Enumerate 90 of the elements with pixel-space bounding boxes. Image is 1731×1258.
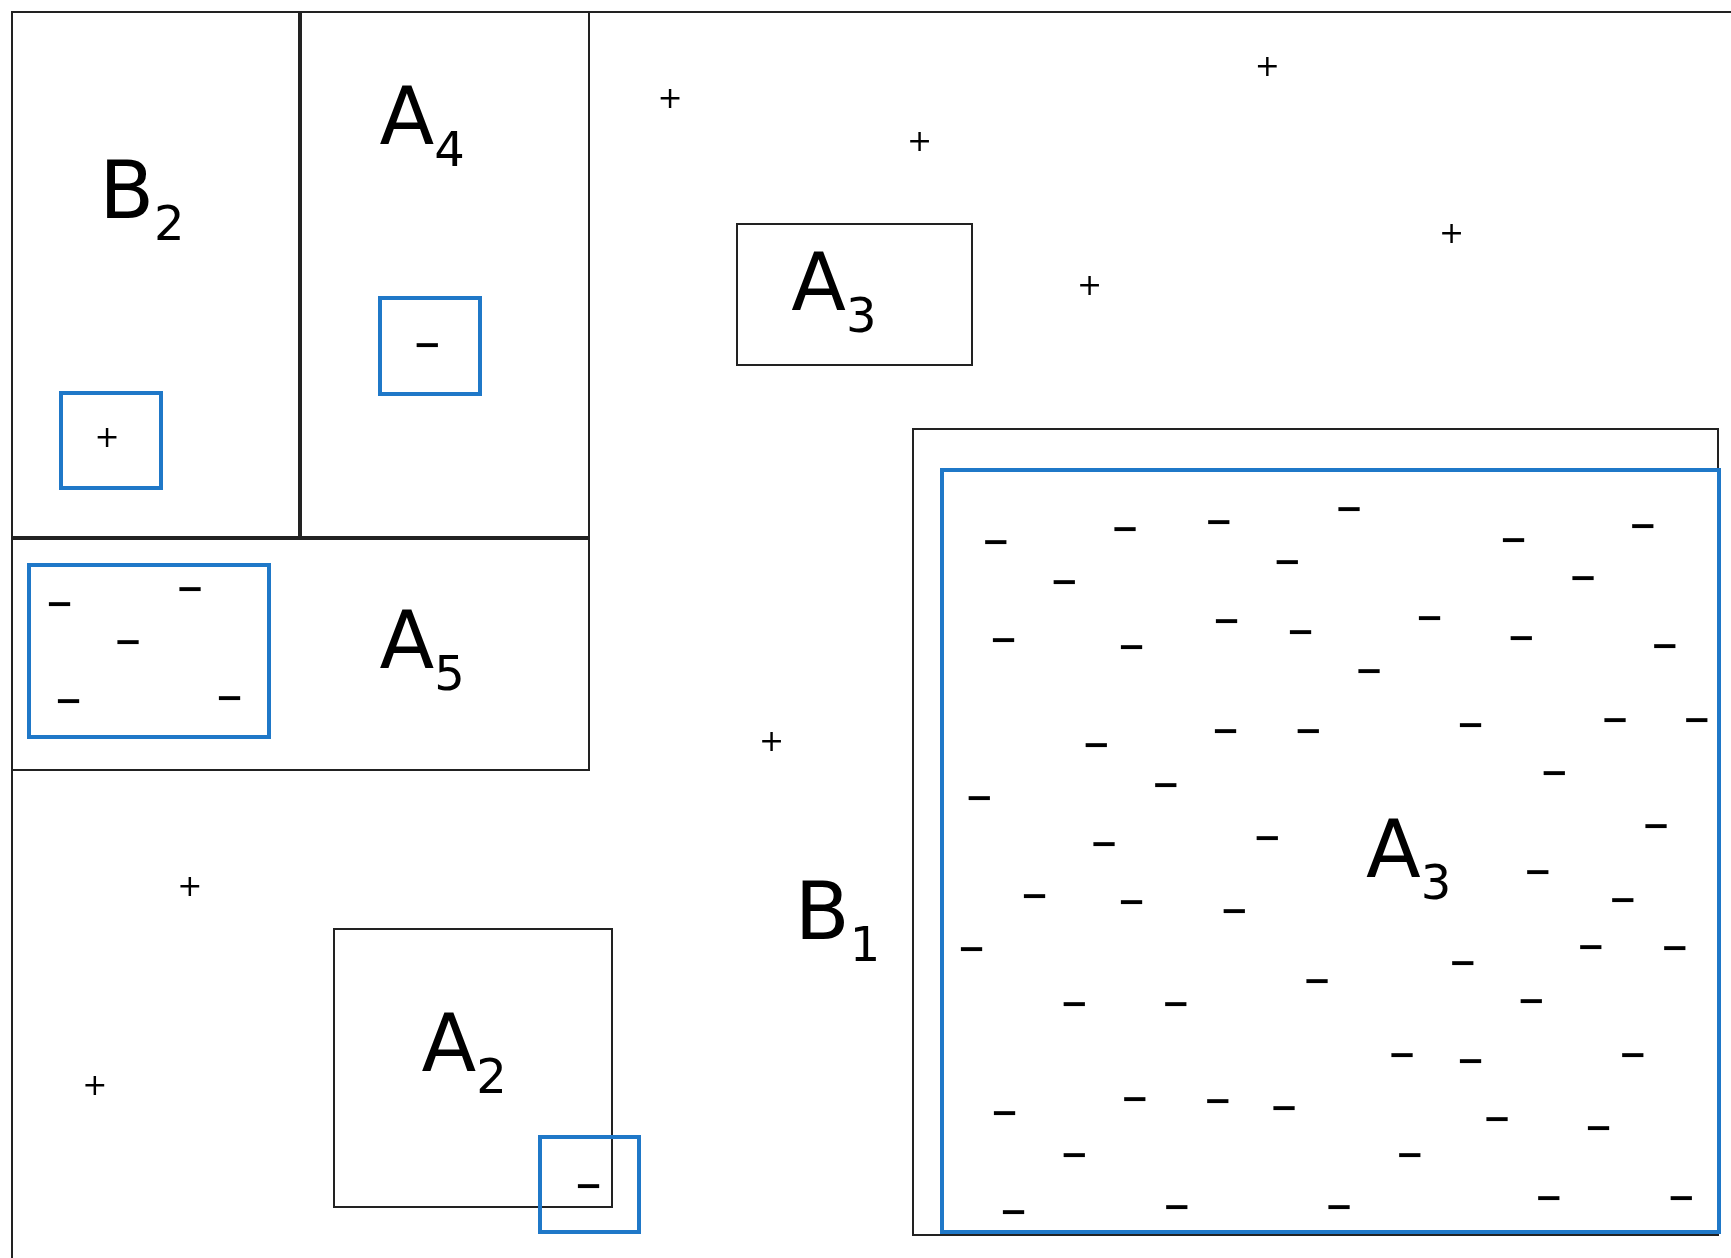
minus-sign: − <box>1456 707 1485 742</box>
minus-sign: − <box>1110 510 1140 545</box>
minus-sign: − <box>990 1094 1019 1129</box>
minus-sign: − <box>1499 521 1528 556</box>
minus-sign: − <box>412 327 442 362</box>
plus-sign: + <box>82 1070 108 1101</box>
minus-sign: − <box>1576 929 1606 964</box>
minus-sign: − <box>1456 1042 1485 1077</box>
minus-sign: − <box>999 1194 1028 1229</box>
plus-sign: + <box>657 83 683 114</box>
outlined-box <box>378 295 483 397</box>
minus-sign: − <box>1516 983 1546 1018</box>
minus-sign: − <box>1219 892 1249 927</box>
minus-sign: − <box>1667 1179 1696 1214</box>
minus-sign: − <box>1120 1081 1150 1116</box>
set-label: A$_{3}$ <box>791 242 877 339</box>
minus-sign: − <box>1682 701 1711 736</box>
minus-sign: − <box>1387 1037 1417 1072</box>
plus-sign: + <box>1077 269 1103 300</box>
minus-sign: − <box>175 571 205 606</box>
minus-sign: − <box>1650 627 1679 662</box>
set-region <box>333 928 613 1208</box>
plus-sign: + <box>907 126 933 157</box>
minus-sign: − <box>1302 963 1332 998</box>
plus-sign: + <box>1254 51 1280 82</box>
minus-sign: − <box>1059 1136 1089 1171</box>
minus-sign: − <box>1211 712 1240 747</box>
minus-sign: − <box>1162 1188 1192 1223</box>
minus-sign: − <box>1212 603 1241 638</box>
minus-sign: − <box>1161 986 1190 1021</box>
minus-sign: − <box>1293 712 1323 747</box>
minus-sign: − <box>1608 881 1638 916</box>
set-label: A$_{2}$ <box>421 1004 507 1100</box>
set-region <box>736 223 973 367</box>
minus-sign: − <box>1534 1179 1564 1214</box>
minus-sign: − <box>215 679 244 714</box>
plus-sign: + <box>759 725 785 756</box>
minus-sign: − <box>981 523 1010 558</box>
minus-sign: − <box>1568 560 1598 595</box>
minus-sign: − <box>1117 883 1146 918</box>
minus-sign: − <box>1482 1101 1512 1136</box>
set-region <box>300 11 590 538</box>
set-region <box>11 11 301 538</box>
minus-sign: − <box>1507 619 1536 654</box>
outlined-box <box>27 562 272 740</box>
minus-sign: − <box>1269 1090 1299 1125</box>
plus-sign: + <box>177 871 203 902</box>
minus-sign: − <box>1600 701 1630 736</box>
outlined-box <box>537 1134 642 1235</box>
minus-sign: − <box>1334 490 1364 525</box>
minus-sign: − <box>1415 600 1444 635</box>
minus-sign: − <box>1324 1188 1354 1223</box>
set-region <box>11 537 590 771</box>
minus-sign: − <box>1395 1136 1424 1171</box>
minus-sign: − <box>1272 543 1302 578</box>
minus-sign: − <box>1540 754 1569 789</box>
minus-sign: − <box>1286 614 1315 649</box>
minus-sign: − <box>113 624 143 659</box>
set-label: A$_{5}$ <box>379 601 465 698</box>
minus-sign: − <box>1203 1082 1232 1117</box>
plus-sign: + <box>1439 217 1465 248</box>
minus-sign: − <box>54 682 83 717</box>
minus-sign: − <box>1354 653 1384 688</box>
minus-sign: − <box>1618 1037 1647 1072</box>
set-label: B$_{2}$ <box>99 151 185 247</box>
minus-sign: − <box>1641 807 1671 842</box>
minus-sign: − <box>1089 826 1119 861</box>
set-label: A$_{3}$ <box>1366 809 1452 906</box>
minus-sign: − <box>1151 766 1180 801</box>
minus-sign: − <box>45 585 74 620</box>
minus-sign: − <box>989 622 1018 657</box>
set-label: A$_{4}$ <box>379 77 465 173</box>
minus-sign: − <box>1628 508 1657 543</box>
minus-sign: − <box>574 1167 603 1202</box>
outlined-box <box>59 390 164 490</box>
minus-sign: − <box>1049 563 1079 598</box>
minus-sign: − <box>1059 986 1089 1021</box>
minus-sign: − <box>1584 1110 1613 1145</box>
minus-sign: − <box>957 931 986 966</box>
minus-sign: − <box>1253 819 1282 854</box>
plus-sign: + <box>94 422 120 453</box>
minus-sign: − <box>1523 854 1553 888</box>
minus-sign: − <box>1020 878 1049 913</box>
set-label: B$_{1}$ <box>794 872 881 968</box>
minus-sign: − <box>1117 628 1146 663</box>
minus-sign: − <box>1660 930 1689 965</box>
minus-sign: − <box>1448 944 1477 979</box>
minus-sign: − <box>964 780 994 815</box>
minus-sign: − <box>1081 727 1111 762</box>
minus-sign: − <box>1204 504 1233 539</box>
